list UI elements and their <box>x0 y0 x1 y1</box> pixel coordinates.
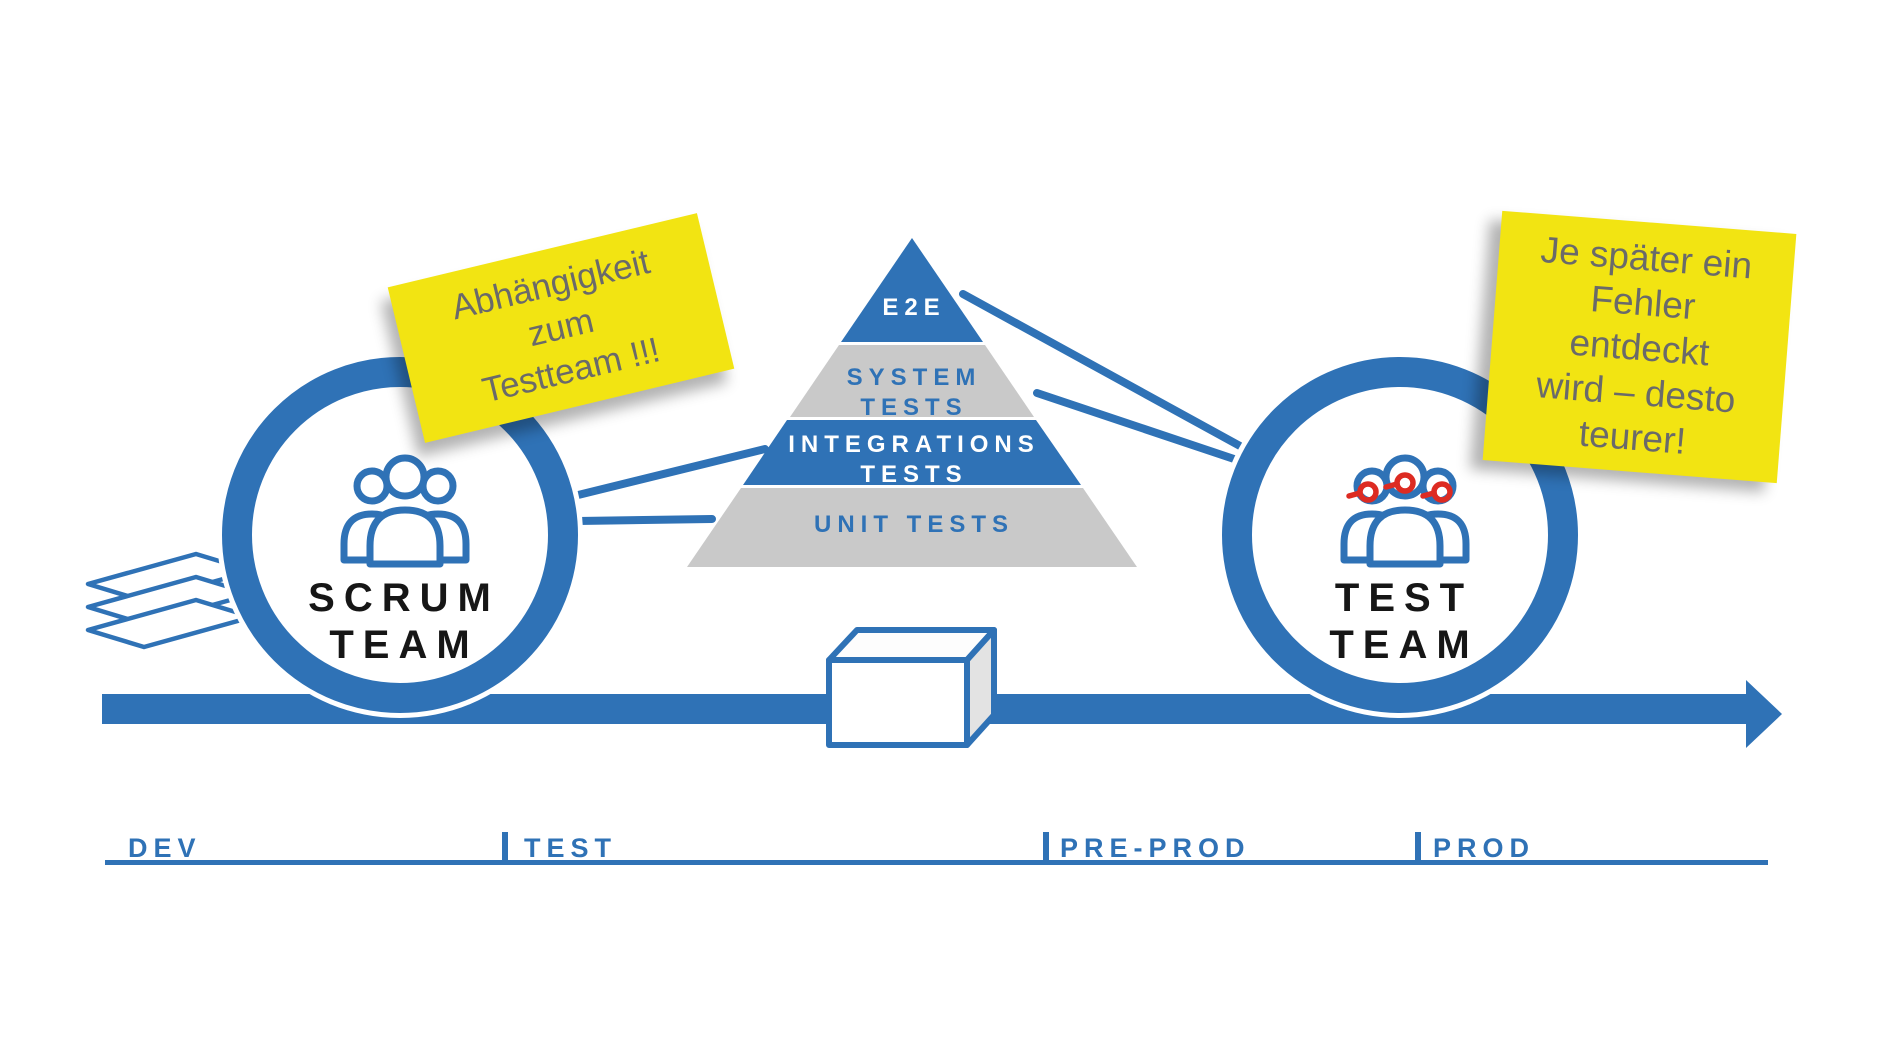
stage-timeline-line <box>105 860 1768 865</box>
pyramid-band-system-tests <box>790 345 1034 417</box>
stage-label-pre-prod: PRE-PROD <box>1060 833 1251 863</box>
pyramid-label-line: UNIT TESTS <box>813 511 1015 538</box>
scrum-team-label: SCRUM TEAM <box>308 575 500 669</box>
team-group-icon <box>340 454 470 568</box>
bug-marker-tail <box>1383 481 1400 490</box>
person-head <box>353 467 391 505</box>
stage-label-test: TEST <box>524 833 618 863</box>
stage-label-prod: PROD <box>1433 833 1536 863</box>
pyramid-label-system-tests: SYSTEM TESTS <box>847 363 982 423</box>
bug-marker-tail <box>1420 490 1437 499</box>
pyramid-label-line: TESTS <box>860 461 968 488</box>
pyramid-label-line: SYSTEM <box>846 364 982 391</box>
pyramid-band-integrations-tests <box>743 420 1081 485</box>
package-box-icon <box>826 627 997 748</box>
pyramid-band-e2e <box>841 238 983 342</box>
pyramid-label-e2e: E2E <box>882 293 945 323</box>
test-pyramid <box>687 238 1137 567</box>
team-group-bugs-icon <box>1340 454 1470 568</box>
person-body <box>366 506 444 568</box>
bug-markers <box>1346 472 1453 503</box>
test-team-label-line1: TEST <box>1334 576 1474 620</box>
sticky-note-cost: Je später ein Fehler entdeckt wird – des… <box>1482 210 1797 484</box>
pyramid-label-line: TESTS <box>860 394 968 421</box>
person-head <box>382 454 428 500</box>
pyramid-band-unit-tests <box>687 488 1137 567</box>
connector-scrum-upper <box>566 445 769 501</box>
connector-test-upper <box>959 290 1244 450</box>
stage-tick-test <box>502 832 508 863</box>
pyramid-label-line: INTEGRATIONS <box>788 431 1040 458</box>
stage-tick-prod <box>1415 832 1421 863</box>
box-front-face <box>826 657 970 748</box>
flow-arrow-head <box>1746 680 1782 748</box>
connector-scrum-lower <box>574 515 716 525</box>
test-team-label: TEST TEAM <box>1329 575 1478 669</box>
test-team-label-line2: TEAM <box>1329 623 1479 667</box>
connector-lines <box>566 290 1247 525</box>
pyramid-label-integrations-tests: INTEGRATIONS TESTS <box>788 430 1040 490</box>
bug-marker-tail <box>1346 490 1363 499</box>
stage-label-dev: DEV <box>128 833 202 863</box>
pyramid-label-unit-tests: UNIT TESTS <box>814 510 1014 540</box>
stage-tick-pre-prod <box>1043 832 1049 863</box>
connector-test-lower <box>1033 389 1247 466</box>
pyramid-label-line: E2E <box>882 294 946 321</box>
person-body <box>1366 506 1444 568</box>
scrum-team-label-line1: SCRUM <box>308 576 500 620</box>
scrum-team-label-line2: TEAM <box>329 623 479 667</box>
person-head <box>419 467 457 505</box>
